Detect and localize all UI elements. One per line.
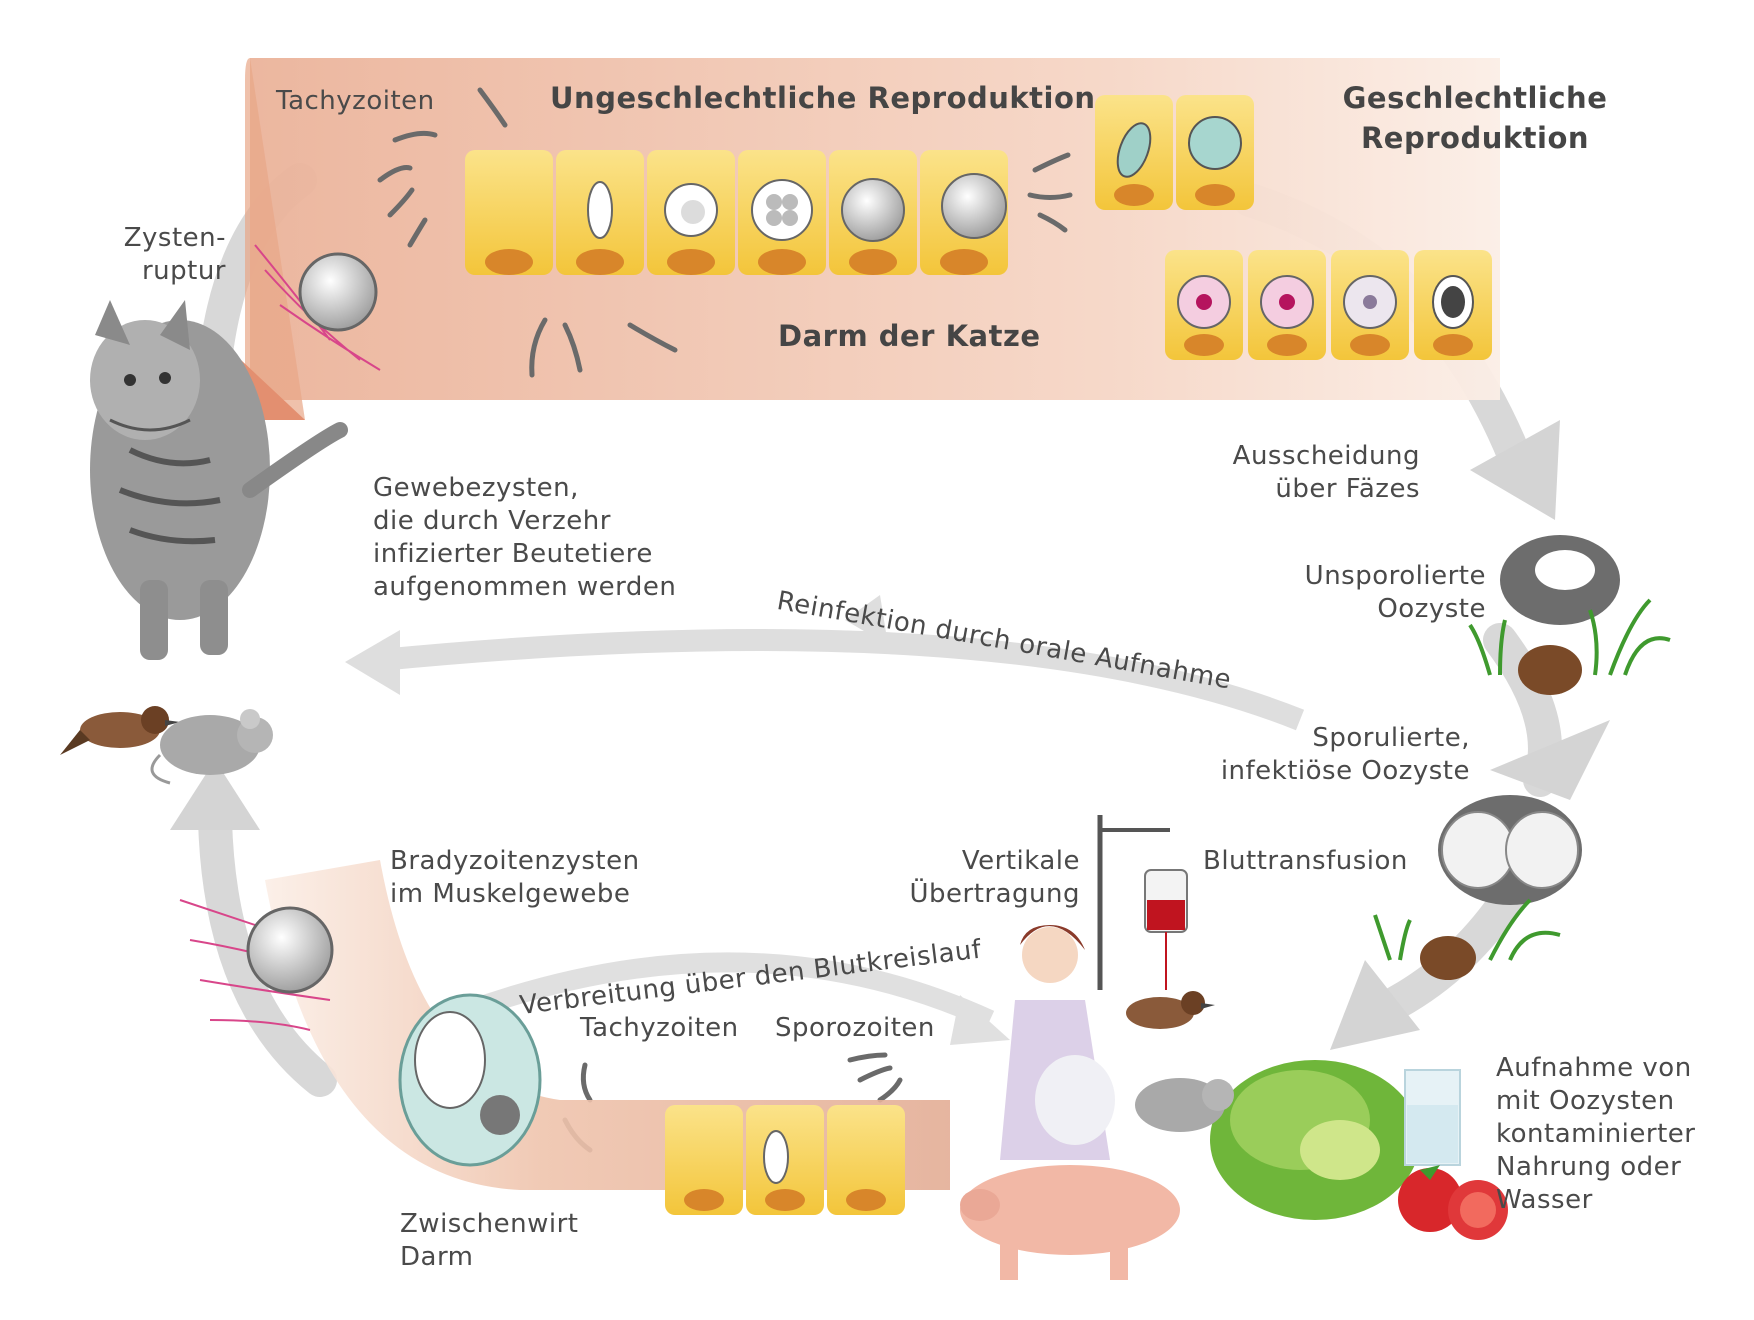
- sexual-cells-upper: [1095, 95, 1254, 210]
- label-bradyzoitenzysten: Bradyzoitenzysten im Muskelgewebe: [390, 846, 640, 909]
- cell: [1165, 250, 1243, 360]
- oocyst-icon: [1500, 535, 1620, 625]
- label-aufnahme: Aufnahme von mit Oozysten kontaminierter…: [1496, 1053, 1696, 1215]
- arrowheads: [170, 420, 1610, 1050]
- feces-icon: [1518, 645, 1582, 695]
- sporulated-oocyst-icon: [1438, 795, 1582, 905]
- cell: [746, 1105, 824, 1215]
- label-gewebezysten: Gewebezysten, die durch Verzehr infizier…: [373, 473, 677, 602]
- reinfektion-arrowhead: [345, 630, 400, 695]
- arrowhead-2: [1490, 720, 1610, 800]
- water-glass-icon: [1404, 1069, 1461, 1166]
- pig-icon: [960, 1165, 1180, 1280]
- host-cell-with-cyst-icon: [398, 993, 542, 1167]
- cell: [647, 150, 735, 275]
- arrowhead-1: [1470, 420, 1560, 520]
- cell: [1095, 95, 1173, 210]
- label-tachyzoiten-bottom: Tachyzoiten: [580, 1013, 739, 1043]
- cell: [465, 150, 553, 275]
- label-ungeschlechtliche-reproduktion: Ungeschlechtliche Reproduktion: [550, 81, 1096, 115]
- verbreitung-arrow: [466, 952, 995, 1030]
- reinfektion-small-arrowhead: [845, 595, 888, 645]
- tomato-icon: [1398, 1165, 1508, 1240]
- cell: [829, 150, 917, 275]
- muscle-cyst-icon: [179, 899, 334, 1031]
- verbreitung-arrowhead: [950, 995, 1010, 1045]
- label-sporozoiten: Sporozoiten: [775, 1013, 935, 1043]
- cell: [556, 150, 644, 275]
- cell: [920, 150, 1008, 275]
- label-bluttransfusion: Bluttransfusion: [1203, 846, 1408, 876]
- cell: [1176, 95, 1254, 210]
- arrow-left-cycle: [198, 803, 337, 1097]
- tissue-cyst-icon: [254, 244, 381, 371]
- mouse-icon: [150, 709, 273, 785]
- sparrow-icon: [60, 706, 180, 755]
- tachyzoite-marks: [377, 87, 1073, 1153]
- cat-intestine-band-corner: [245, 58, 305, 420]
- label-darm-der-katze: Darm der Katze: [778, 319, 1041, 353]
- label-unsporolierte-oozyste: Unsporolierte Oozyste: [1304, 561, 1486, 624]
- grass-icon: [1468, 598, 1671, 676]
- label-ausscheidung: Ausscheidung über Fäzes: [1232, 441, 1420, 504]
- cell: [1331, 250, 1409, 360]
- cell: [1248, 250, 1326, 360]
- asexual-cell-row: [465, 150, 1008, 275]
- label-geschlechtliche-reproduktion: Geschlechtliche Reproduktion: [1342, 81, 1608, 155]
- label-zwischenwirt-darm: Zwischenwirt Darm: [400, 1209, 579, 1272]
- label-zystenruptur: Zysten- ruptur: [123, 223, 226, 286]
- pregnant-woman-icon: [1000, 925, 1115, 1160]
- feces-icon: [1420, 936, 1476, 980]
- sparrow-icon: [1126, 991, 1215, 1029]
- label-tachyzoiten-top: Tachyzoiten: [276, 86, 435, 116]
- cell: [1414, 250, 1492, 360]
- lettuce-icon: [1210, 1060, 1420, 1220]
- cell: [738, 150, 826, 275]
- label-vertikale-uebertragung: Vertikale Übertragung: [909, 846, 1080, 909]
- sexual-cells-lower: [1165, 250, 1492, 360]
- reinfektion-arrow: [378, 629, 1305, 731]
- arrowhead-4: [170, 760, 260, 830]
- cell: [665, 1105, 743, 1215]
- label-sporulierte-oozyste: Sporulierte, infektiöse Oozyste: [1220, 723, 1470, 786]
- arrowhead-3: [1330, 960, 1420, 1050]
- mouse-icon: [1135, 1078, 1234, 1132]
- grass-icon: [1373, 898, 1561, 961]
- host-cell-row: [665, 1105, 905, 1215]
- iv-bag-icon: [1097, 815, 1188, 990]
- cat-illustration: [90, 300, 348, 660]
- cell: [827, 1105, 905, 1215]
